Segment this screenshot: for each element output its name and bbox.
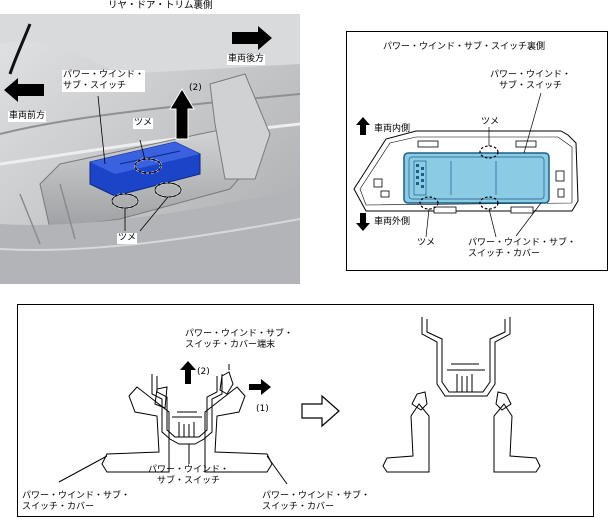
detail-title: パワー・ウインド・サブ・スイッチ裏側 — [383, 42, 546, 52]
photo-claw-top-label: ツメ — [133, 118, 154, 129]
front-direction-label: 車両前方 — [8, 111, 47, 122]
cover-terminal-label: パワー・ウインド・サブ・ スイッチ・カバー端末 — [185, 329, 294, 350]
photo-claw-bottom-label: ツメ — [117, 233, 138, 244]
section-switch-label: パワー・ウインド・ サブ・スイッチ — [148, 465, 230, 486]
photo-title: リヤ・ドア・トリム裏側 — [108, 0, 213, 11]
detail-cover-label: パワー・ウインド・サブ・ スイッチ・カバー — [468, 238, 577, 259]
detail-claw-top-label: ツメ — [481, 117, 500, 127]
cross-section-diagram — [58, 317, 541, 485]
switch-photo-blue — [89, 141, 201, 197]
detail-claw-bottom-label: ツメ — [417, 238, 436, 248]
detail-switch-label: パワー・ウインド・ サブ・スイッチ — [490, 70, 572, 91]
section-cover-left-label: パワー・ウインド・サブ・ スイッチ・カバー — [22, 491, 131, 512]
photo-switch-label: パワー・ウインド・ サブ・スイッチ — [62, 70, 146, 92]
section-step2-label: (2) — [197, 367, 210, 377]
switch-back-diagram — [353, 92, 579, 238]
rear-direction-label: 車両後方 — [227, 54, 266, 65]
vehicle-outside-label: 車両外側 — [374, 217, 411, 227]
photo-step2-label: (2) — [189, 83, 202, 93]
section-step1-label: (1) — [256, 404, 269, 414]
section-cover-right-label: パワー・ウインド・サブ・ スイッチ・カバー — [262, 491, 371, 512]
vehicle-inside-label: 車両内側 — [374, 124, 411, 134]
